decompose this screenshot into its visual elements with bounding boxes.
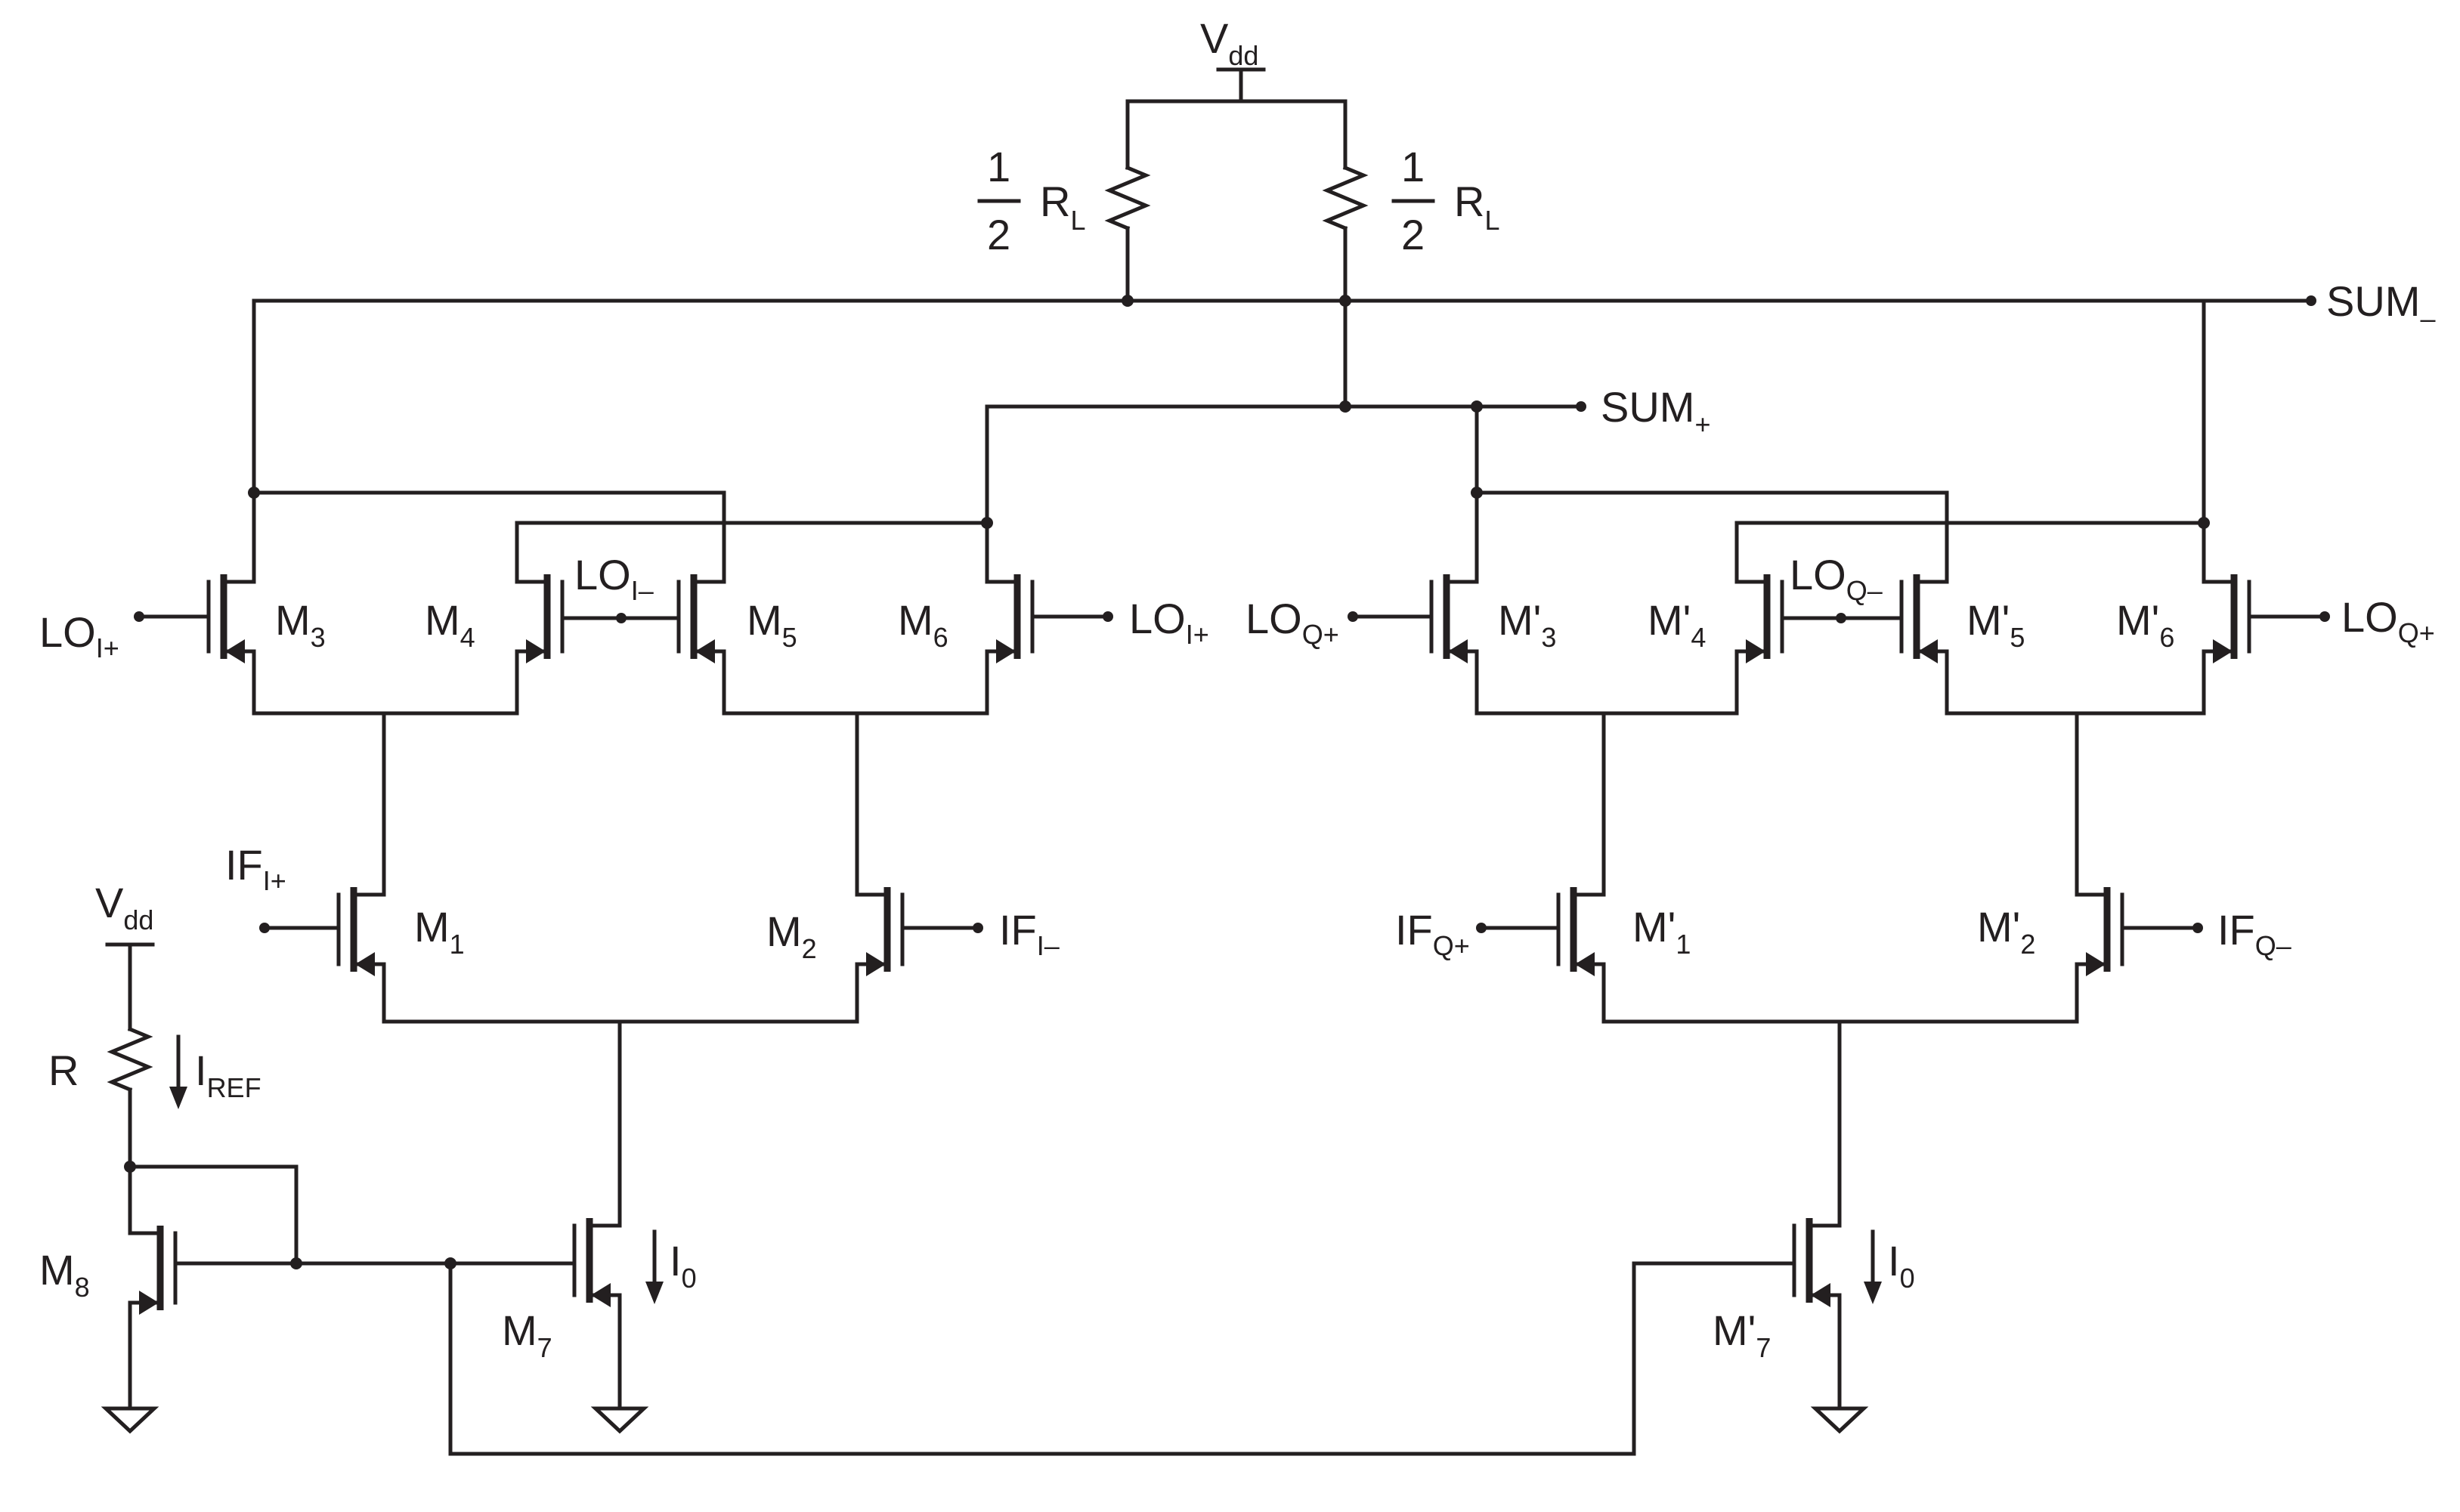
m6-label: M6	[898, 596, 948, 653]
lo-q-plus-left-label: LOQ+	[1245, 595, 1339, 650]
bias-network	[101, 942, 1796, 1456]
lo-i-minus-label: LOI–	[574, 551, 654, 606]
bias-resistor-label: R	[48, 1047, 79, 1094]
if-q-plus-label: IFQ+	[1395, 906, 1470, 961]
labels: Vdd 1 2 RL 1 2 RL SUM– SUM+ LOI+ LOI– LO…	[39, 14, 2435, 1363]
load-label-left: 1 2 RL	[977, 143, 1085, 258]
ground-symbol-m7-prime	[1810, 1406, 1869, 1434]
ref-current-arrow	[169, 1034, 187, 1109]
m7-prime-label: M'7	[1713, 1306, 1771, 1363]
transistor-m2	[855, 887, 983, 1024]
load-label-right: 1 2 RL	[1391, 143, 1499, 258]
m5-label: M5	[747, 596, 797, 653]
lo-i-plus-left-label: LOI+	[39, 608, 119, 663]
lo-q-minus-label: LOQ–	[1790, 551, 1883, 606]
supply-and-loads	[1104, 67, 1369, 409]
lo-q-plus-right-label: LOQ+	[2341, 593, 2435, 648]
transistor-m6	[985, 574, 1113, 716]
transistor-m5-prime	[1899, 574, 1949, 716]
svg-text:2: 2	[987, 211, 1010, 258]
i-channel-cell	[134, 487, 1113, 1434]
tail-current-arrow-q	[1864, 1229, 1882, 1304]
m4-prime-label: M'4	[1648, 596, 1706, 653]
transistor-m4	[515, 574, 565, 716]
if-q-minus-label: IFQ–	[2217, 906, 2291, 961]
m6-prime-label: M'6	[2116, 596, 2174, 653]
transistor-m4-prime	[1734, 574, 1784, 716]
ground-symbol-m7	[590, 1406, 649, 1434]
output-rails	[252, 295, 2316, 584]
m5-prime-label: M'5	[1966, 596, 2025, 653]
lo-i-plus-right-label: LOI+	[1129, 595, 1209, 650]
sum-plus-label: SUM+	[1601, 383, 1710, 440]
svg-text:RL: RL	[1040, 178, 1085, 236]
supply-label: Vdd	[1200, 14, 1258, 71]
ground-symbol-m8	[101, 1406, 159, 1434]
transistor-m7	[572, 1218, 622, 1400]
svg-text:RL: RL	[1454, 178, 1499, 236]
transistor-m7-prime	[1792, 1218, 1842, 1400]
transistor-m3	[134, 574, 256, 716]
if-i-minus-label: IFI–	[999, 906, 1060, 961]
m2-label: M2	[766, 908, 817, 964]
sum-minus-label: SUM–	[2326, 277, 2435, 334]
m1-label: M1	[414, 903, 465, 960]
iref-label: IREF	[195, 1047, 261, 1103]
load-resistor-left	[1104, 165, 1151, 231]
if-i-plus-label: IFI+	[225, 841, 286, 896]
transistor-m3-prime	[1348, 574, 1479, 716]
tail-current-arrow-i	[645, 1229, 664, 1304]
transistor-m8	[128, 1226, 178, 1400]
transistor-m5	[676, 574, 726, 716]
transistor-m1-prime	[1476, 887, 1606, 1024]
m3-prime-label: M'3	[1498, 596, 1556, 653]
m2-prime-label: M'2	[1977, 903, 2035, 960]
transistor-m2-prime	[2075, 887, 2203, 1024]
transistor-m6-prime	[2202, 574, 2330, 716]
m7-label: M7	[502, 1306, 552, 1363]
bias-resistor	[107, 1026, 153, 1093]
i0-label-i: I0	[670, 1237, 697, 1294]
svg-text:2: 2	[1401, 211, 1425, 258]
svg-text:1: 1	[1401, 143, 1425, 190]
i0-label-q: I0	[1888, 1237, 1915, 1294]
m3-label: M3	[275, 596, 326, 653]
bias-supply-label: Vdd	[95, 879, 153, 935]
m4-label: M4	[425, 596, 475, 653]
load-resistor-right	[1322, 165, 1369, 231]
svg-text:1: 1	[987, 143, 1010, 190]
q-channel-cell	[1348, 487, 2330, 1434]
m1-prime-label: M'1	[1632, 903, 1691, 960]
m8-label: M8	[39, 1246, 90, 1303]
transistor-m1	[259, 887, 386, 1024]
